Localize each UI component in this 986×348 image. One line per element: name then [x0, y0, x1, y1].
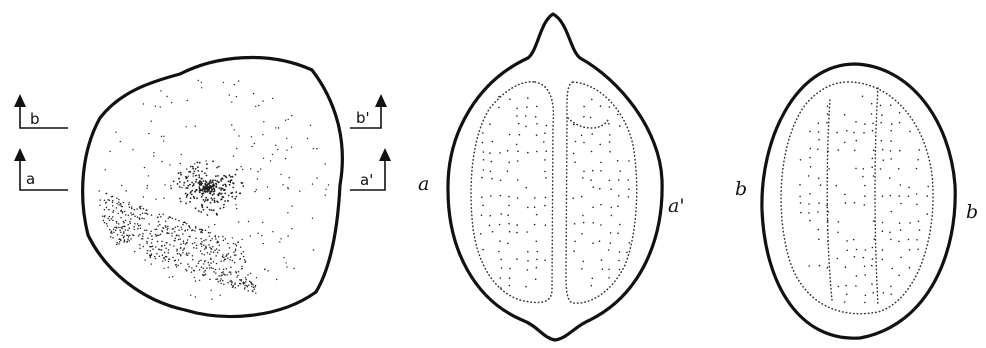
- section-b-right-label: b: [966, 201, 978, 223]
- section-a-right-lobe: [566, 82, 637, 303]
- panel-2-section-a: a a': [418, 14, 685, 340]
- section-label-a-prime: a': [360, 171, 373, 189]
- section-marker-a-right: a': [350, 148, 391, 190]
- section-a-right-label: a': [668, 195, 685, 217]
- section-b-inner-divider-right: [875, 88, 878, 306]
- section-label-b-prime: b': [356, 109, 370, 127]
- section-a-left-lobe: [471, 82, 553, 303]
- section-b-left-label: b: [735, 178, 747, 200]
- section-b-inner-divider-left: [827, 100, 832, 300]
- stipple-shading: [98, 80, 329, 300]
- panel-1-surface-view: b a b' a': [14, 58, 391, 317]
- section-b-outline: [762, 64, 955, 338]
- section-a-right-upper-notch: [568, 118, 608, 128]
- panel-3-section-b: b b: [735, 64, 978, 338]
- section-b-inner-cavity: [781, 82, 933, 314]
- section-marker-a-left: a: [14, 148, 68, 190]
- section-label-b: b: [30, 110, 40, 128]
- section-marker-b-left: b: [14, 94, 68, 128]
- stipple-dots: [799, 96, 929, 304]
- section-marker-b-right: b': [350, 94, 387, 128]
- section-label-a: a: [26, 170, 35, 188]
- stipple-dots: [480, 96, 630, 289]
- section-a-left-label: a: [418, 173, 429, 195]
- section-a-outline: [448, 14, 662, 340]
